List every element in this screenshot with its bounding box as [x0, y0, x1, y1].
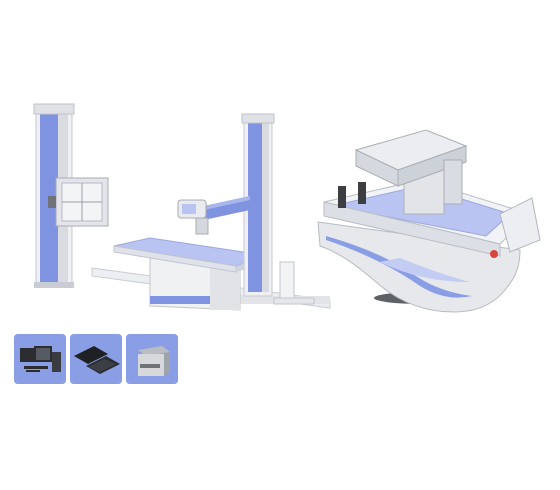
workstation-thumbnail: [14, 334, 66, 384]
fluoroscopy-table: [317, 129, 541, 313]
flat-panel-detectors-icon: [70, 334, 122, 384]
detectors-thumbnail: [70, 334, 122, 384]
wall-stand: [33, 103, 109, 288]
printer-thumbnail: [126, 334, 178, 384]
table-with-tube-stand: [91, 113, 331, 311]
workstation-icon: [14, 334, 66, 384]
printer-icon: [126, 334, 178, 384]
